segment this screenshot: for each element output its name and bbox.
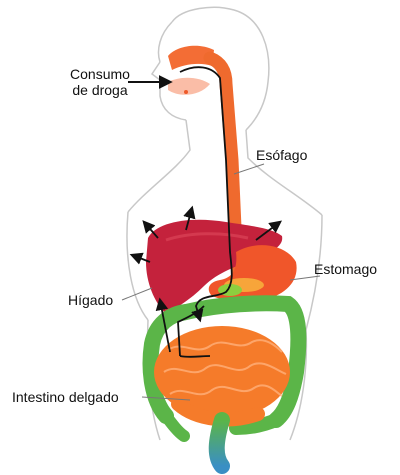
arrow-up [183, 205, 196, 231]
small-intestine [154, 326, 290, 427]
drug-path-line [155, 66, 233, 358]
oral-cavity [168, 45, 214, 95]
rectum [208, 412, 230, 474]
label-consumo-line1: Consumo [70, 66, 130, 82]
leader-higado [121, 287, 153, 301]
leader-esofago [233, 163, 265, 175]
leader-estomago [289, 275, 321, 281]
label-estomago: Estomago [314, 261, 378, 277]
large-intestine [142, 295, 307, 442]
arrow-up-right [255, 220, 283, 241]
arrow-left [129, 252, 151, 265]
label-consumo-de-droga: Consumo de droga [52, 66, 148, 98]
leader-intestino [141, 396, 191, 401]
liver-distribution-arrows [129, 205, 283, 265]
label-esofago: Esófago [256, 147, 308, 163]
liver [146, 219, 283, 314]
label-leader-lines [121, 163, 321, 401]
label-consumo-line2: de droga [72, 82, 128, 98]
label-higado: Hígado [68, 292, 114, 308]
arrow-up-left [142, 220, 159, 239]
label-intestino-delgado: Intestino delgado [12, 389, 119, 405]
